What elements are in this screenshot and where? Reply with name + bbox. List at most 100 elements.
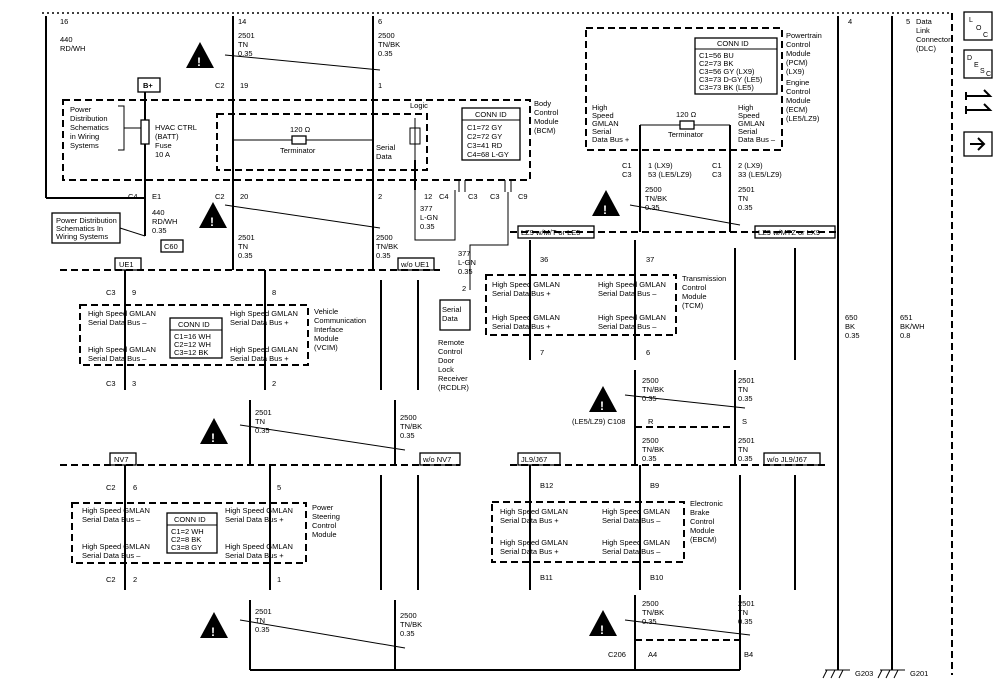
bus-label: Serial Data Bus – [88,354,147,363]
pin-label: 36 [540,255,548,264]
conn-id-row: C3=8 GY [171,543,202,552]
top-wires: 440 RD/WH 2501 TN 0.35 2500 TN/BK 0.35 ! [45,16,400,270]
locator-icon[interactable] [963,11,993,41]
warning-icon [592,190,620,216]
bus-label: Serial Data Bus + [492,322,551,331]
pin-label: B4 [744,650,753,659]
wire-number: 2501 [238,31,255,40]
wire-number: 2501 [738,376,755,385]
wire-color: RD/WH [152,217,177,226]
wire-number: 2501 [255,408,272,417]
pcm-ecm-module: CONN ID C1=56 BU C2=73 BK C3=56 GY (LX9)… [585,27,822,232]
rcdlr-name: Door [438,356,455,365]
bcm-name: Body [534,99,551,108]
wire-gauge: 0.35 [458,267,473,276]
conn-id-row: C2=12 WH [174,340,211,349]
wire-number: 2501 [738,185,755,194]
fuse-label: HVAC CTRL [155,123,197,132]
pin-label: E1 [152,192,161,201]
ecm-name: Module [786,96,811,105]
pin-label: 53 (LE5/LZ9) [648,170,692,179]
b-plus-label: B+ [143,81,153,90]
bus-label: Serial Data Bus – [602,547,661,556]
connector-label: C3 [490,192,500,201]
wire-color: TN/BK [642,445,664,454]
wire-color: TN [255,616,265,625]
wire-number: 2501 [238,233,255,242]
tcm-name: (TCM) [682,301,704,310]
bus-label: Serial Data Bus – [602,516,661,525]
wire-color: TN [238,242,248,251]
wire-color: TN/BK [642,385,664,394]
bus-label: High [592,103,607,112]
wire-gauge: 0.35 [255,426,270,435]
tcm-name: Control [682,283,707,292]
pin-label: S [742,417,747,426]
description-icon[interactable] [963,49,993,79]
bus-label: High Speed GMLAN [82,506,150,515]
icon-letter: C [986,71,991,78]
icon-letter: L [969,17,973,24]
pin-label: B11 [540,573,553,582]
wire-gauge: 0.35 [420,222,435,231]
bus-label: High Speed GMLAN [88,345,156,354]
pin-label: 2 [462,284,466,293]
connector-label: C3 [468,192,478,201]
vcim-name: Module [314,334,339,343]
fuse-label: (BATT) [155,132,179,141]
ebcm-name: Control [690,517,715,526]
wire-color: TN [738,385,748,394]
connector-label: C1 [622,161,632,170]
ecm-name: (LE5/LZ9) [786,114,820,123]
rcdlr-name: Control [438,347,463,356]
wire-number: 440 [60,35,73,44]
bus-label: Serial Data Bus + [492,289,551,298]
bus-label: High Speed GMLAN [602,507,670,516]
icon-letter: C [983,32,988,39]
pin-label: 5 [277,483,281,492]
connector-label: C3 [622,170,632,179]
bus-label: High Speed GMLAN [225,542,293,551]
bus-label: Serial Data Bus – [598,322,657,331]
ground-icon [877,669,905,679]
side-navigation-icons[interactable]: L O C D E S C [963,11,993,157]
pd-label: in Wiring [70,132,99,141]
vcim-outline [79,304,309,366]
wire-color: TN/BK [400,422,422,431]
bus-label: Serial Data Bus + [500,547,559,556]
option-box [109,452,137,466]
ebcm-name: (EBCM) [690,535,717,544]
wire-number: 2500 [378,31,395,40]
pin-label: B9 [650,481,659,490]
pcm-name: (LX9) [786,67,805,76]
conn-id-row: C4=68 L-GY [467,150,509,159]
wire-number: 377 [420,204,433,213]
dlc-label: Data [916,17,933,26]
dlc-label: Link [916,26,930,35]
pin-label: 6 [378,17,382,26]
conn-id-row: C2=8 BK [171,535,201,544]
svg-text:!: ! [211,625,215,639]
conn-id-row: C1=16 WH [174,332,211,341]
wire-number: 2501 [738,436,755,445]
vcim-module: UE1 w/o UE1 C3 9 8 High Speed GMLAN Seri… [60,257,440,390]
bcm-outline [62,99,531,181]
ground-icon [822,669,850,679]
conn-id-box [166,512,218,554]
connector-label: C4 [128,192,138,201]
wire-color: TN/BK [645,194,667,203]
connector-label: C2 [106,483,116,492]
option-label: JL9/J67 [521,455,547,464]
wire-gauge: 0.35 [738,394,753,403]
serial-label: Data [376,152,393,161]
bus-label: High Speed GMLAN [492,280,560,289]
wire-gauge: 0.35 [400,431,415,440]
pin-label: A4 [648,650,657,659]
fuse-icon [140,119,150,145]
pcm-name: Module [786,49,811,58]
fuse-label: Fuse [155,141,172,150]
warning-icon [199,202,227,228]
bus-label: High Speed GMLAN [88,309,156,318]
arrows-icon[interactable] [965,89,993,114]
wire-color: BK/WH [900,322,925,331]
